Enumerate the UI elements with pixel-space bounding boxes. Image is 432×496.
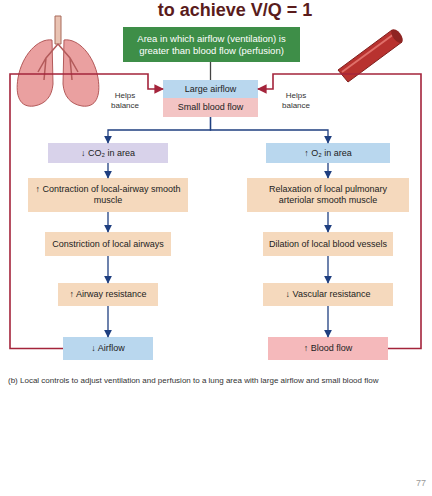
node-text: Dilation of local blood vessels: [269, 239, 387, 250]
flow-arrow: [327, 163, 328, 178]
figure-caption: (b) Local controls to adjust ventilation…: [8, 376, 420, 386]
lungs-illustration: [17, 16, 99, 106]
flow-arrow: [211, 117, 329, 143]
vessel-opening: [389, 27, 405, 45]
node-text: ↓ Airflow: [91, 343, 125, 354]
node-text: ↑ Contraction of local-airway smooth mus…: [33, 184, 183, 206]
flow-arrow: [210, 62, 211, 80]
flow-arrow: [107, 256, 108, 283]
left-lung: [17, 40, 53, 106]
process-box: ↑ Contraction of local-airway smooth mus…: [28, 178, 188, 212]
node-text: Relaxation of local pulmonary arteriolar…: [252, 184, 404, 206]
result-box: ↑ Blood flow: [268, 337, 388, 360]
state-box: Large airflow: [163, 80, 258, 98]
flow-arrow: [10, 74, 163, 349]
blood-vessel-illustration: [338, 27, 405, 82]
flow-arrow: [258, 74, 421, 349]
flow-arrow: [107, 306, 108, 337]
node-text: ↑ Blood flow: [304, 343, 353, 354]
trachea: [55, 16, 61, 44]
process-box: ↑ O₂ in area: [266, 143, 390, 163]
flow-arrow: [327, 256, 328, 283]
flow-arrow: [108, 117, 211, 143]
state-box: Small blood flow: [163, 98, 258, 117]
flow-arrow: [107, 163, 108, 178]
process-box: Constriction of local airways: [45, 232, 171, 256]
result-box: ↓ Airflow: [63, 337, 153, 360]
process-box: ↓ CO₂ in area: [48, 143, 168, 163]
node-text: Small blood flow: [178, 102, 244, 113]
node-text: ↑ O₂ in area: [304, 148, 352, 159]
annotation-text: Helps balance: [100, 91, 150, 110]
process-box: ↓ Vascular resistance: [263, 283, 393, 306]
process-box: ↑ Airway resistance: [58, 283, 158, 306]
vessel-tube: [338, 30, 402, 82]
page-number: 77: [396, 478, 426, 489]
flow-arrow: [107, 212, 108, 232]
node-text: Large airflow: [185, 84, 237, 95]
annotation-text: Helps balance: [271, 91, 321, 110]
node-text: ↓ CO₂ in area: [81, 148, 135, 159]
node-text: ↓ Vascular resistance: [286, 289, 371, 300]
process-box: Dilation of local blood vessels: [263, 232, 393, 256]
node-text: ↑ Airway resistance: [69, 289, 146, 300]
vessel-highlight: [342, 34, 394, 72]
process-box: Relaxation of local pulmonary arteriolar…: [247, 178, 409, 212]
slide-title: to achieve V/Q = 1: [110, 0, 360, 22]
flow-arrow: [327, 212, 328, 232]
node-text: Area in which airflow (ventilation) is g…: [128, 33, 295, 56]
flow-arrow: [327, 306, 328, 337]
right-lung: [63, 40, 99, 106]
node-text: Constriction of local airways: [52, 239, 164, 250]
condition-box: Area in which airflow (ventilation) is g…: [123, 27, 300, 62]
bronchi: [38, 44, 78, 80]
